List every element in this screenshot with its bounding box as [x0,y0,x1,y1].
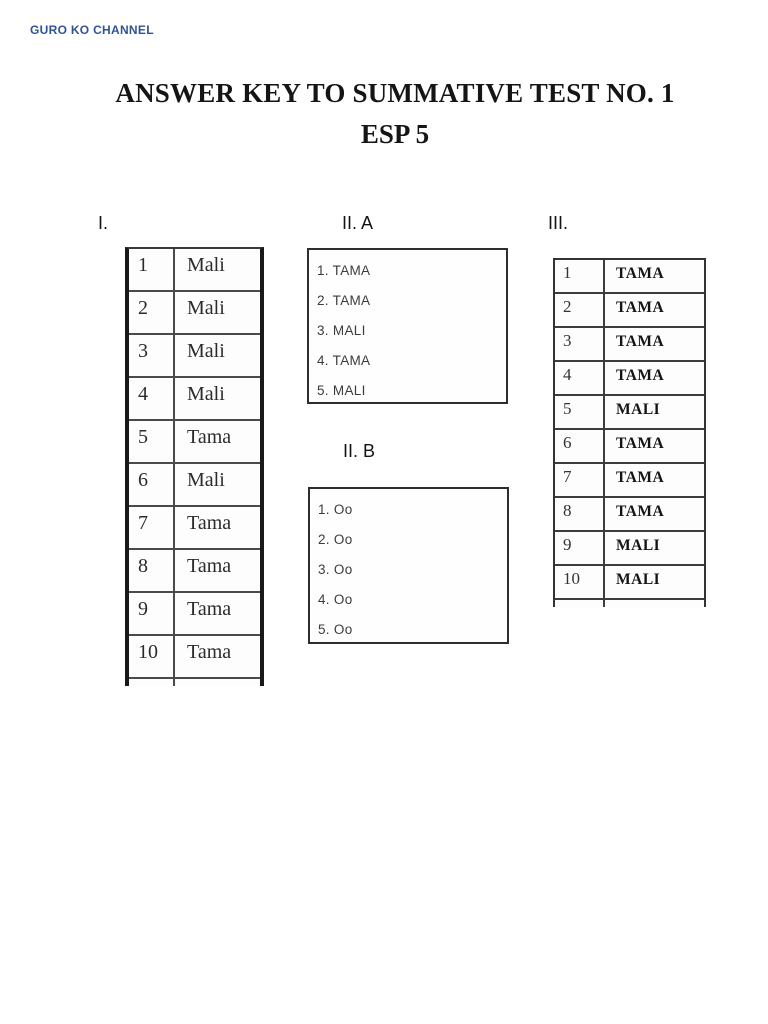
cell-answer: MALI [616,571,661,588]
list-item: 3. Oo [318,562,353,577]
list-item: 2. TAMA [317,293,371,308]
cell-number: 4 [555,362,605,394]
cell-answer: TAMA [616,367,665,384]
list-item: 5. Oo [318,622,353,637]
cell-answer: Mali [187,340,225,362]
cell-number: 6 [129,464,175,505]
cell-answer: Mali [187,469,225,491]
list-item: 1. Oo [318,502,353,517]
title-block: ANSWER KEY TO SUMMATIVE TEST NO. 1 ESP 5 [0,79,768,149]
cell-answer [605,600,704,607]
cell-number: 10 [555,566,605,598]
cell-number: 6 [555,430,605,462]
cell-answer: TAMA [616,333,665,350]
cell-number: 8 [129,550,175,591]
table-row-partial [129,679,260,686]
table-row: 7 Tama [129,507,260,550]
cell-number: 5 [129,421,175,462]
cell-number: 2 [129,292,175,333]
page-title: ANSWER KEY TO SUMMATIVE TEST NO. 1 [115,78,675,108]
cell-answer: Tama [187,598,232,620]
table-row: 7 TAMA [555,464,704,498]
table-row: 9 MALI [555,532,704,566]
cell-answer: Tama [187,641,232,663]
cell-answer: Mali [187,383,225,405]
table-row: 1 Mali [129,249,260,292]
table-row: 2 TAMA [555,294,704,328]
table-row: 5 Tama [129,421,260,464]
cell-number: 9 [555,532,605,564]
cell-number: 4 [129,378,175,419]
table-row: 6 TAMA [555,430,704,464]
brand-text: GURO KO CHANNEL [30,23,154,37]
answer-table-3: 1 TAMA 2 TAMA 3 TAMA 4 TAMA 5 MALI 6 TAM… [553,258,706,607]
table-row: 10 Tama [129,636,260,679]
table-row: 10 MALI [555,566,704,600]
cell-answer: TAMA [616,299,665,316]
cell-number: 7 [129,507,175,548]
table-row: 3 Mali [129,335,260,378]
list-item: 4. TAMA [317,353,371,368]
cell-answer: TAMA [616,503,665,520]
cell-number: 3 [129,335,175,376]
cell-answer: Tama [187,512,232,534]
cell-number: 2 [555,294,605,326]
table-row: 4 TAMA [555,362,704,396]
cell-answer: Tama [187,555,232,577]
table-row: 5 MALI [555,396,704,430]
list-item: 1. TAMA [317,263,371,278]
cell-answer: Tama [187,426,232,448]
cell-answer: Mali [187,254,225,276]
cell-number: 8 [555,498,605,530]
cell-number: 7 [555,464,605,496]
cell-number [129,679,175,686]
cell-answer: TAMA [616,435,665,452]
table-row: 1 TAMA [555,260,704,294]
cell-answer: MALI [616,537,661,554]
cell-number: 3 [555,328,605,360]
answer-box-2a: 1. TAMA 2. TAMA 3. MALI 4. TAMA 5. MALI [307,248,508,404]
table-row: 2 Mali [129,292,260,335]
section-3-label: III. [548,213,569,233]
section-2b-label: II. B [343,441,376,461]
cell-answer [175,679,260,686]
page-subtitle: ESP 5 [360,119,430,149]
cell-answer: MALI [616,401,661,418]
cell-answer: Mali [187,297,225,319]
list-item: 4. Oo [318,592,353,607]
cell-number: 9 [129,593,175,634]
answer-box-2b: 1. Oo 2. Oo 3. Oo 4. Oo 5. Oo [308,487,509,644]
cell-answer: TAMA [616,469,665,486]
cell-answer: TAMA [616,265,665,282]
table-row: 8 Tama [129,550,260,593]
cell-number [555,600,605,607]
answer-table-1: 1 Mali 2 Mali 3 Mali 4 Mali 5 Tama 6 Mal… [125,247,264,686]
list-item: 3. MALI [317,323,366,338]
list-item: 5. MALI [317,383,366,398]
section-1-label: I. [98,213,109,233]
cell-number: 1 [555,260,605,292]
table-row: 9 Tama [129,593,260,636]
table-row: 8 TAMA [555,498,704,532]
list-item: 2. Oo [318,532,353,547]
table-row-partial [555,600,704,607]
table-row: 3 TAMA [555,328,704,362]
table-row: 6 Mali [129,464,260,507]
cell-number: 10 [129,636,175,677]
cell-number: 1 [129,249,175,290]
cell-number: 5 [555,396,605,428]
table-row: 4 Mali [129,378,260,421]
section-2a-label: II. A [342,213,374,233]
